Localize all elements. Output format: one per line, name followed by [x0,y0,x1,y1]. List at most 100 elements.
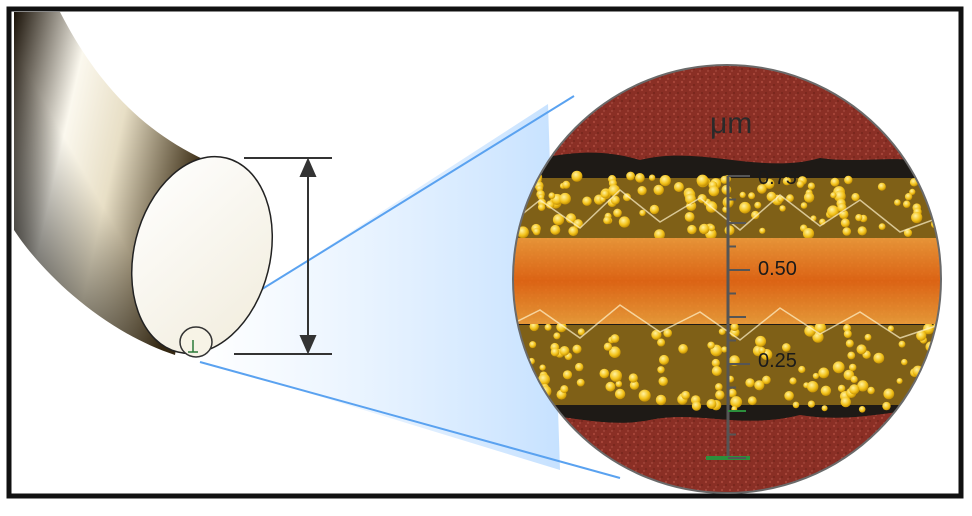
gold-particle [911,211,923,224]
gold-particle [673,182,684,192]
gold-particle [696,174,709,187]
gold-particle [938,208,941,217]
gold-particle [560,385,569,394]
gold-particle [635,173,645,183]
tick-label-050: 0.50 [758,258,797,280]
gold-particle [786,194,794,203]
gold-particle [832,361,845,374]
gold-particle [639,209,646,217]
gold-particle [821,405,828,412]
gold-particle [901,358,908,366]
gold-particle [618,216,631,228]
gold-particle [840,218,850,228]
gold-particle [626,171,635,181]
gold-particle [663,328,672,338]
gold-particle [909,188,916,195]
gold-particle [849,384,860,395]
gold-particle [730,396,743,408]
gold-particle [807,400,816,408]
gold-particle [715,390,725,400]
gold-particle [550,224,561,235]
gold-particle [706,399,717,409]
gold-particles [513,170,957,413]
gold-particle [898,340,906,348]
gold-particle [844,175,853,185]
gold-particle [764,178,775,189]
gold-particle [610,195,620,205]
scale-unit-label: μm [710,107,752,140]
thickness-scale: μm 0.75 0.50 0.25 [706,107,797,460]
gold-particle [610,334,620,343]
gold-particle [830,177,840,187]
gold-particle [858,406,866,413]
gold-particle [937,340,941,352]
gold-particle [552,214,565,226]
gold-particle [553,332,561,340]
gold-particle [601,189,610,199]
gold-particle [605,381,616,392]
gold-particle [903,200,911,208]
gold-particle [745,378,755,388]
gold-particle [654,229,665,241]
gold-particle [550,347,560,357]
gold-particle [931,345,941,358]
gold-particle [789,377,797,385]
gold-particle [847,351,856,360]
gold-particle [837,384,846,393]
gold-particle [938,359,941,367]
gold-particle [800,202,808,209]
border-frame [6,6,964,499]
gold-particle [842,227,852,236]
gold-particle [648,174,656,181]
gold-particle [814,322,826,334]
gold-particle [843,324,852,333]
gold-particle [721,184,732,195]
gold-particle [938,203,941,210]
gold-particle [945,352,955,362]
gold-particle [559,346,570,356]
gold-particle [942,397,949,404]
gold-particle [562,180,571,189]
gold-particle [651,329,662,340]
gold-particle [903,228,913,237]
gold-particle [568,226,579,237]
gold-particle [718,328,726,335]
gold-particle [599,368,610,379]
gold-particle [938,218,941,230]
gold-particle [883,388,895,400]
gold-particle [739,201,751,214]
gold-particle [532,227,541,236]
gold-particle [657,338,666,347]
gold-particle [711,366,722,376]
gold-particle [721,346,728,353]
gold-particle [796,180,804,188]
gold-particle [933,208,940,216]
gold-particle [784,391,794,401]
tick-label-075: 0.75 [758,167,797,189]
gold-particle [573,219,583,229]
gold-particle [779,205,786,212]
gold-particle [548,192,556,199]
gold-particle [818,367,830,379]
gold-particle [539,364,546,371]
gold-particle [942,328,953,339]
gold-particle [623,193,631,202]
gold-particle [575,362,584,372]
gold-particle [608,184,620,197]
gold-particle [699,223,710,235]
zoom-source-circle [179,326,213,358]
gold-particle [849,363,857,372]
gold-particle [730,323,739,331]
gold-particle [804,325,816,337]
gold-particle [950,199,957,206]
gold-particle [649,204,660,215]
gold-particle [659,354,669,365]
gold-particle [577,328,585,336]
gold-particle [759,227,766,234]
gold-particle [782,177,792,186]
gold-particle [603,216,611,225]
gold-particle [919,403,927,410]
gold-particle [638,389,651,402]
